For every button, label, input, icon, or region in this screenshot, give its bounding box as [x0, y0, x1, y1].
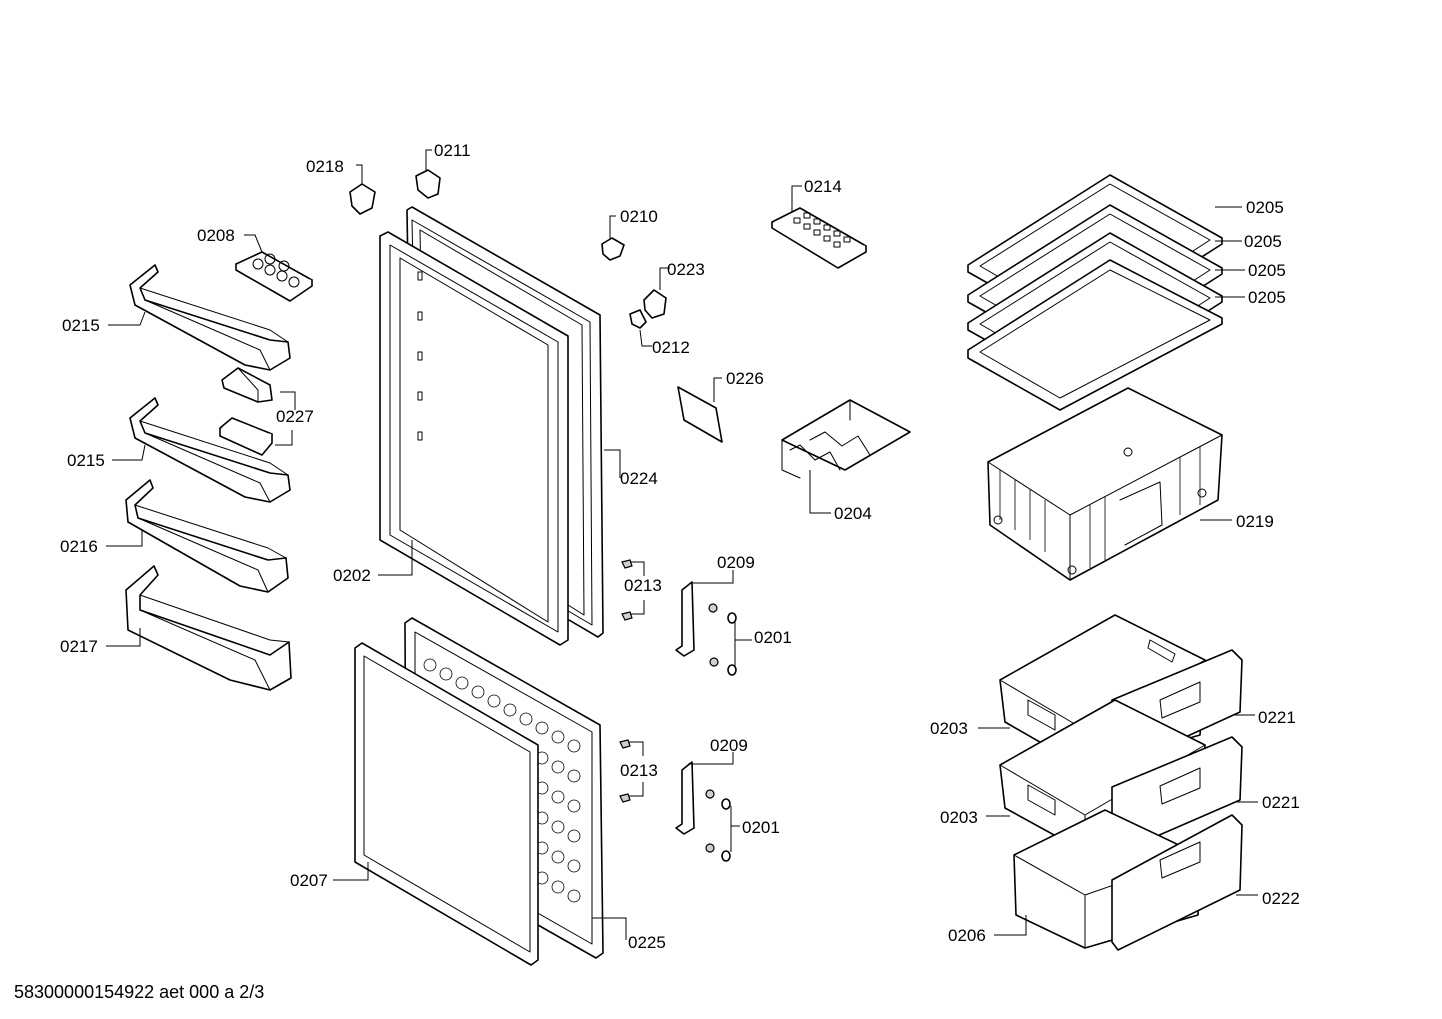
door-shelf-0216	[125, 479, 289, 593]
callout-0212: 0212	[652, 338, 690, 357]
callout-0207: 0207	[290, 871, 328, 890]
bracket-0223	[643, 289, 667, 319]
door-shelf-0215-lower	[129, 397, 291, 503]
drawing-id: 58300000154922 aet 000 a 2/3	[14, 982, 264, 1002]
egg-tray-0208	[235, 251, 313, 302]
gasket-0207	[354, 642, 539, 966]
drawer-front-0222	[1111, 814, 1243, 951]
gasket-0202	[379, 231, 569, 646]
callout-0205-1: 0205	[1246, 198, 1284, 217]
callout-0219: 0219	[1236, 512, 1274, 531]
callout-0206: 0206	[948, 926, 986, 945]
callout-0223: 0223	[667, 260, 705, 279]
callout-0209-upper: 0209	[717, 553, 755, 572]
callout-0205-3: 0205	[1248, 261, 1286, 280]
hinge-0209-lower	[675, 761, 695, 835]
callout-0201-lower: 0201	[742, 818, 780, 837]
bottle-rack-0204	[781, 399, 911, 479]
callout-0213-lower: 0213	[620, 761, 658, 780]
crisper-cover-0219	[987, 387, 1223, 581]
callout-0222: 0222	[1262, 889, 1300, 908]
callout-0224: 0224	[620, 469, 658, 488]
callout-0213-upper: 0213	[624, 576, 662, 595]
callout-0203-upper: 0203	[930, 719, 968, 738]
callout-0203-lower: 0203	[940, 808, 978, 827]
clip-0227	[221, 367, 273, 403]
callout-0215-upper: 0215	[62, 316, 100, 335]
door-shelf-0215-upper	[129, 264, 291, 371]
hinge-0209-upper	[675, 581, 695, 657]
callout-0221-lower: 0221	[1262, 793, 1300, 812]
callout-0226: 0226	[726, 369, 764, 388]
ice-tray-0214	[771, 207, 867, 269]
callout-0205-2: 0205	[1244, 232, 1282, 251]
callout-0208: 0208	[197, 226, 235, 245]
callout-0216: 0216	[60, 537, 98, 556]
callout-0205-4: 0205	[1248, 288, 1286, 307]
callout-0204: 0204	[834, 504, 872, 523]
callout-0217: 0217	[60, 637, 98, 656]
hinge-0211	[415, 169, 441, 199]
label-0226	[677, 386, 723, 443]
glass-shelves-0205	[967, 174, 1223, 411]
callout-0201-upper: 0201	[754, 628, 792, 647]
callout-0215-lower: 0215	[67, 451, 105, 470]
callout-0221-upper: 0221	[1258, 708, 1296, 727]
callout-0202: 0202	[333, 566, 371, 585]
door-shelf-0217	[125, 565, 292, 691]
small-box-0227	[219, 417, 273, 456]
callout-0210: 0210	[620, 207, 658, 226]
bracket-0212	[629, 309, 647, 329]
callout-0218: 0218	[306, 157, 344, 176]
hinge-cover-0218	[349, 183, 376, 215]
leader-lines	[106, 149, 1258, 940]
callout-labels: 0218 0211 0208 0215 0227 0215 0216 0217 …	[60, 141, 1300, 952]
callout-0227: 0227	[276, 407, 314, 426]
callout-0211: 0211	[434, 141, 471, 160]
screws	[619, 559, 737, 862]
callout-0209-lower: 0209	[710, 736, 748, 755]
hinge-pin-0210	[601, 237, 625, 261]
callout-0225: 0225	[628, 933, 666, 952]
callout-0214: 0214	[804, 177, 842, 196]
